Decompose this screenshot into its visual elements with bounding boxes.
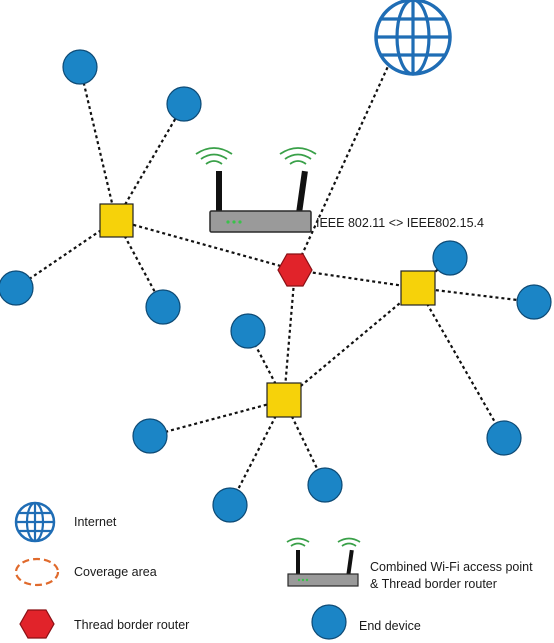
thread-router-node [99,203,134,238]
edge-hub2-device [417,287,505,439]
edge-internet-btr [293,39,402,271]
edge-hub1-device [115,103,185,221]
legend-internet-icon [14,501,56,543]
thread-border-router-node [277,253,313,287]
edge-hub1-device [115,219,164,308]
end-device-node [166,86,202,122]
end-device-node [212,487,248,523]
legend-coverage-area-label: Coverage area [74,565,157,579]
end-device-node [132,418,168,454]
protocol-label: IEEE 802.11 <> IEEE802.15.4 [316,216,484,230]
legend-combined-label-line1: Combined Wi-Fi access point [370,560,533,574]
legend-internet-label: Internet [74,515,117,529]
end-device-node [145,289,181,325]
legend-thread-border-router-label: Thread border router [74,618,189,632]
legend-combined-router-icon [286,537,361,587]
end-device-node [516,284,552,320]
edge-hub2-hub3 [283,287,419,401]
antenna [216,171,222,213]
edge-hub3-device [149,398,285,438]
antenna [296,170,308,214]
end-device-node [230,313,266,349]
edge-btr-hub2 [294,268,419,290]
internet-globe-icon [374,0,452,76]
edge-hub1-device [15,219,117,289]
end-device-node [486,420,522,456]
legend-thread-border-router-icon [19,609,55,639]
wifi-waves-icon [195,147,317,165]
legend-end-device-label: End device [359,619,421,633]
edge-hub2-device [417,286,535,304]
edge-btr-hub3 [282,269,297,401]
combined-router-icon [195,147,317,233]
thread-router-node [400,270,436,306]
edge-hub1-btr [115,218,296,272]
legend: Internet Coverage area Thread border rou… [14,501,533,640]
legend-end-device-icon [311,604,347,640]
router-body [209,210,312,233]
thread-router-node [266,382,302,418]
edge-hub1-device [78,66,118,221]
end-device-node [62,49,98,85]
end-device-node [432,240,468,276]
legend-combined-label-line2: & Thread border router [370,577,497,591]
end-device-node [0,270,34,306]
legend-coverage-area-icon [14,557,60,587]
end-device-node [307,467,343,503]
